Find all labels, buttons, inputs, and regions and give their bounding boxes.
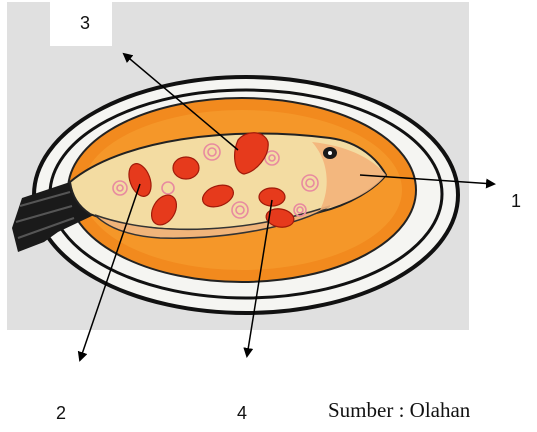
label-4: 4 xyxy=(237,404,247,422)
label-1: 1 xyxy=(511,192,521,210)
source-caption: Sumber : Olahan xyxy=(328,398,537,423)
label-3: 3 xyxy=(80,14,90,32)
label-2: 2 xyxy=(56,404,66,422)
